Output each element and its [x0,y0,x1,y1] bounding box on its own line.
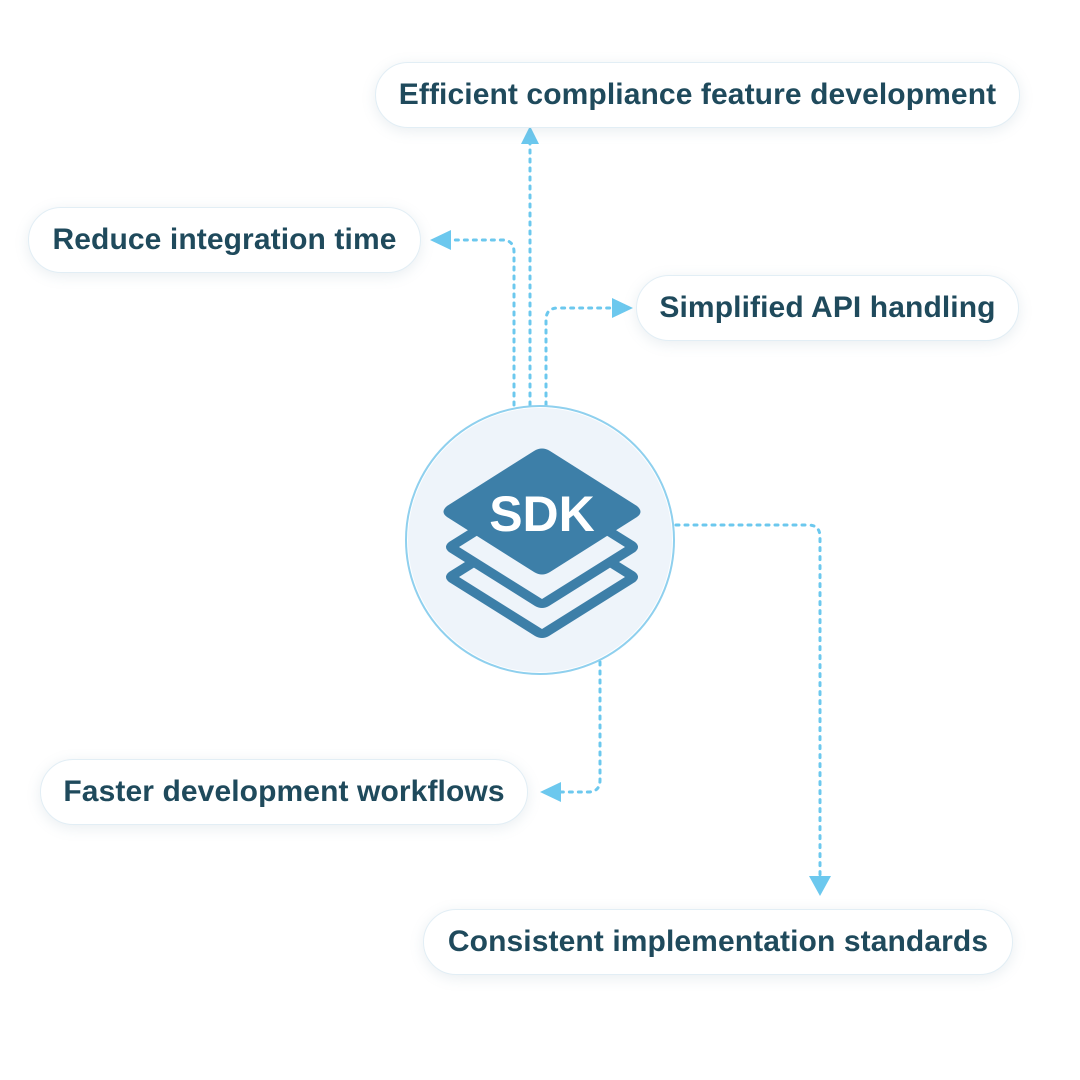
connector-faster [558,660,602,794]
connector-consistent [656,523,822,880]
arrowhead-consistent [809,876,831,896]
benefit-pill-simplified-api-handling: Simplified API handling [636,275,1019,341]
arrowhead-efficient [521,126,539,144]
benefit-label: Reduce integration time [52,223,397,256]
benefit-label: Faster development workflows [63,775,505,808]
benefit-pill-consistent-implementation-standards: Consistent implementation standards [423,909,1013,975]
benefit-label: Consistent implementation standards [447,925,989,958]
arrowhead-faster [540,782,561,802]
benefit-label: Efficient compliance feature development [398,78,997,111]
hub-label: SDK [489,486,595,542]
benefit-pill-reduce-integration-time: Reduce integration time [28,207,421,273]
sdk-hub: SDK [405,405,675,675]
connector-simplified [544,306,614,407]
arrowhead-reduce [430,230,451,250]
benefit-label: Simplified API handling [659,291,996,324]
arrowhead-simplified [612,298,633,318]
layered-stack-icon: SDK [443,448,641,638]
benefit-pill-efficient-compliance: Efficient compliance feature development [375,62,1020,128]
benefit-pill-faster-development-workflows: Faster development workflows [40,759,528,825]
connector-reduce [450,238,516,407]
